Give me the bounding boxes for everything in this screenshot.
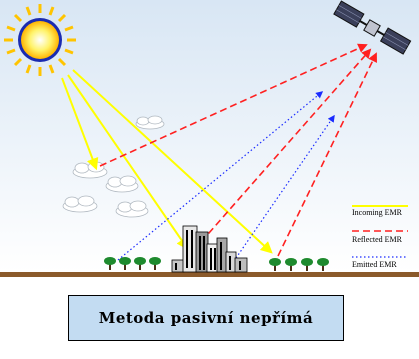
cloud-icon <box>105 175 139 193</box>
caption-title: Metoda pasivní nepřímá <box>98 309 314 327</box>
legend-incoming-label: Incoming EMR <box>352 208 403 217</box>
legend-emitted-label: Emitted EMR <box>352 260 397 269</box>
tree-icon <box>269 258 329 271</box>
sun-icon <box>4 4 76 76</box>
tree-icon <box>104 257 161 270</box>
satellite-icon <box>333 0 412 55</box>
cloud-icon <box>62 195 98 213</box>
remote-sensing-diagram: Incoming EMR Reflected EMR Emitted EMR <box>0 0 419 277</box>
cloud-icon <box>115 200 149 218</box>
reflected-emr-rays <box>99 43 377 257</box>
building-windows <box>175 230 241 270</box>
incoming-emr-rays <box>61 69 273 254</box>
emitted-emr-rays <box>117 91 335 261</box>
legend: Incoming EMR Reflected EMR Emitted EMR <box>352 205 408 269</box>
cloud-icon <box>135 115 165 130</box>
legend-reflected-label: Reflected EMR <box>352 235 403 244</box>
caption-box: Metoda pasivní nepřímá <box>68 295 344 341</box>
ground <box>0 272 419 277</box>
sky-background <box>0 0 419 272</box>
